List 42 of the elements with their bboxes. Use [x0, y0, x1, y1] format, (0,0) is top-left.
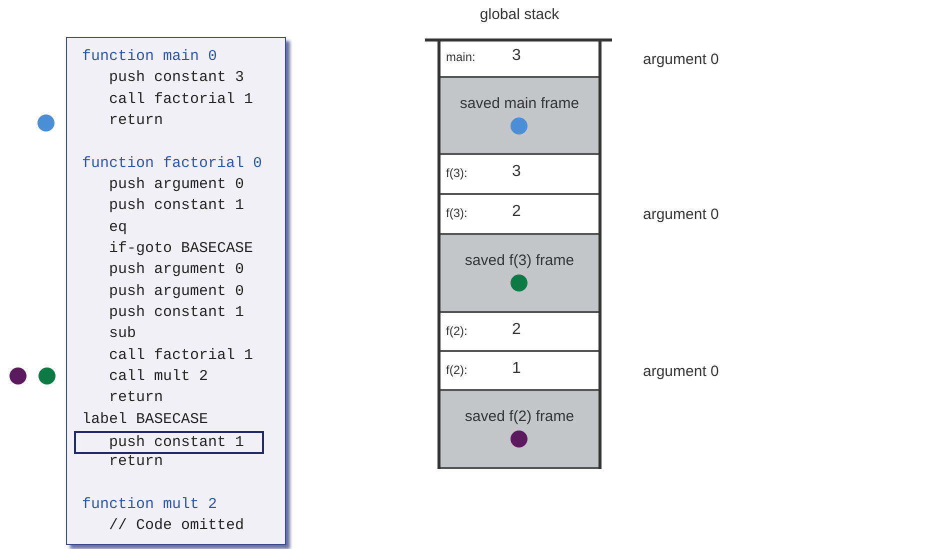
code-line: return: [109, 389, 164, 408]
cell-value: 3: [512, 47, 521, 65]
cell-value: 3: [512, 163, 521, 181]
function-header: function factorial 0: [82, 154, 262, 173]
saved-frame-cell: [440, 391, 599, 469]
code-line: call factorial 1: [109, 346, 254, 365]
annotation: argument 0: [643, 206, 719, 223]
code-line: push constant 1: [109, 304, 244, 322]
cell-label: main:: [446, 50, 476, 64]
cell-label: f(3):: [446, 206, 468, 220]
saved-frame-cell: [440, 78, 599, 155]
cell-label: f(3):: [446, 166, 468, 180]
annotation: argument 0: [643, 51, 719, 68]
saved-frame-cell: [440, 235, 599, 313]
code-line: sub: [109, 325, 136, 344]
function-header: function mult 2: [82, 496, 218, 514]
code-line: call factorial 1: [109, 90, 254, 109]
code-line: return: [109, 112, 164, 130]
code-panel: [66, 37, 286, 545]
code-line: return: [109, 453, 164, 472]
code-line: push constant 3: [109, 69, 244, 88]
cell-label: saved main frame: [458, 94, 580, 112]
cell-label: saved f(2) frame: [464, 408, 576, 425]
code-line: call mult 2: [109, 368, 208, 386]
code-line: // Code omitted: [109, 517, 244, 536]
code-line: if-goto BASECASE: [109, 240, 254, 258]
cell-label: f(2):: [446, 362, 468, 376]
code-line: label BASECASE: [82, 410, 208, 429]
function-header: function main 0: [82, 48, 218, 66]
cell-value: 2: [512, 320, 521, 338]
code-line: push constant 1: [109, 197, 244, 216]
stack-heading: global stack: [478, 6, 560, 23]
code-line: push argument 0: [109, 282, 244, 301]
code-line: push argument 0: [109, 261, 244, 280]
cell-value: 1: [512, 360, 521, 378]
code-line: push constant 1: [109, 434, 244, 452]
code-line: eq: [109, 218, 128, 237]
cell-label: saved f(3) frame: [464, 252, 576, 269]
cell-value: 2: [512, 203, 521, 221]
code-line: push argument 0: [109, 176, 244, 194]
annotation: argument 0: [643, 363, 719, 380]
cell-label: f(2):: [446, 324, 468, 338]
